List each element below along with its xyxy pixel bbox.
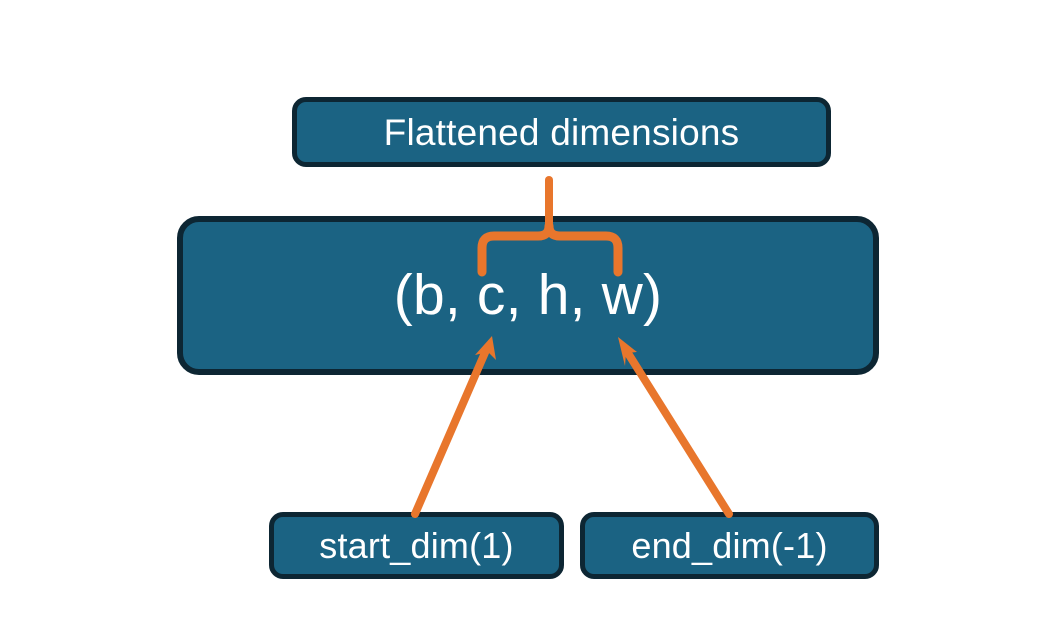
node-end-dim: end_dim(-1) bbox=[580, 512, 879, 579]
node-flattened-dimensions: Flattened dimensions bbox=[292, 97, 831, 167]
node-tensor-shape-label: (b, c, h, w) bbox=[393, 263, 663, 327]
node-flattened-dimensions-label: Flattened dimensions bbox=[383, 111, 740, 153]
node-start-dim-label: start_dim(1) bbox=[319, 524, 514, 566]
node-tensor-shape: (b, c, h, w) bbox=[177, 216, 879, 375]
node-end-dim-label: end_dim(-1) bbox=[631, 524, 828, 566]
node-start-dim: start_dim(1) bbox=[269, 512, 564, 579]
